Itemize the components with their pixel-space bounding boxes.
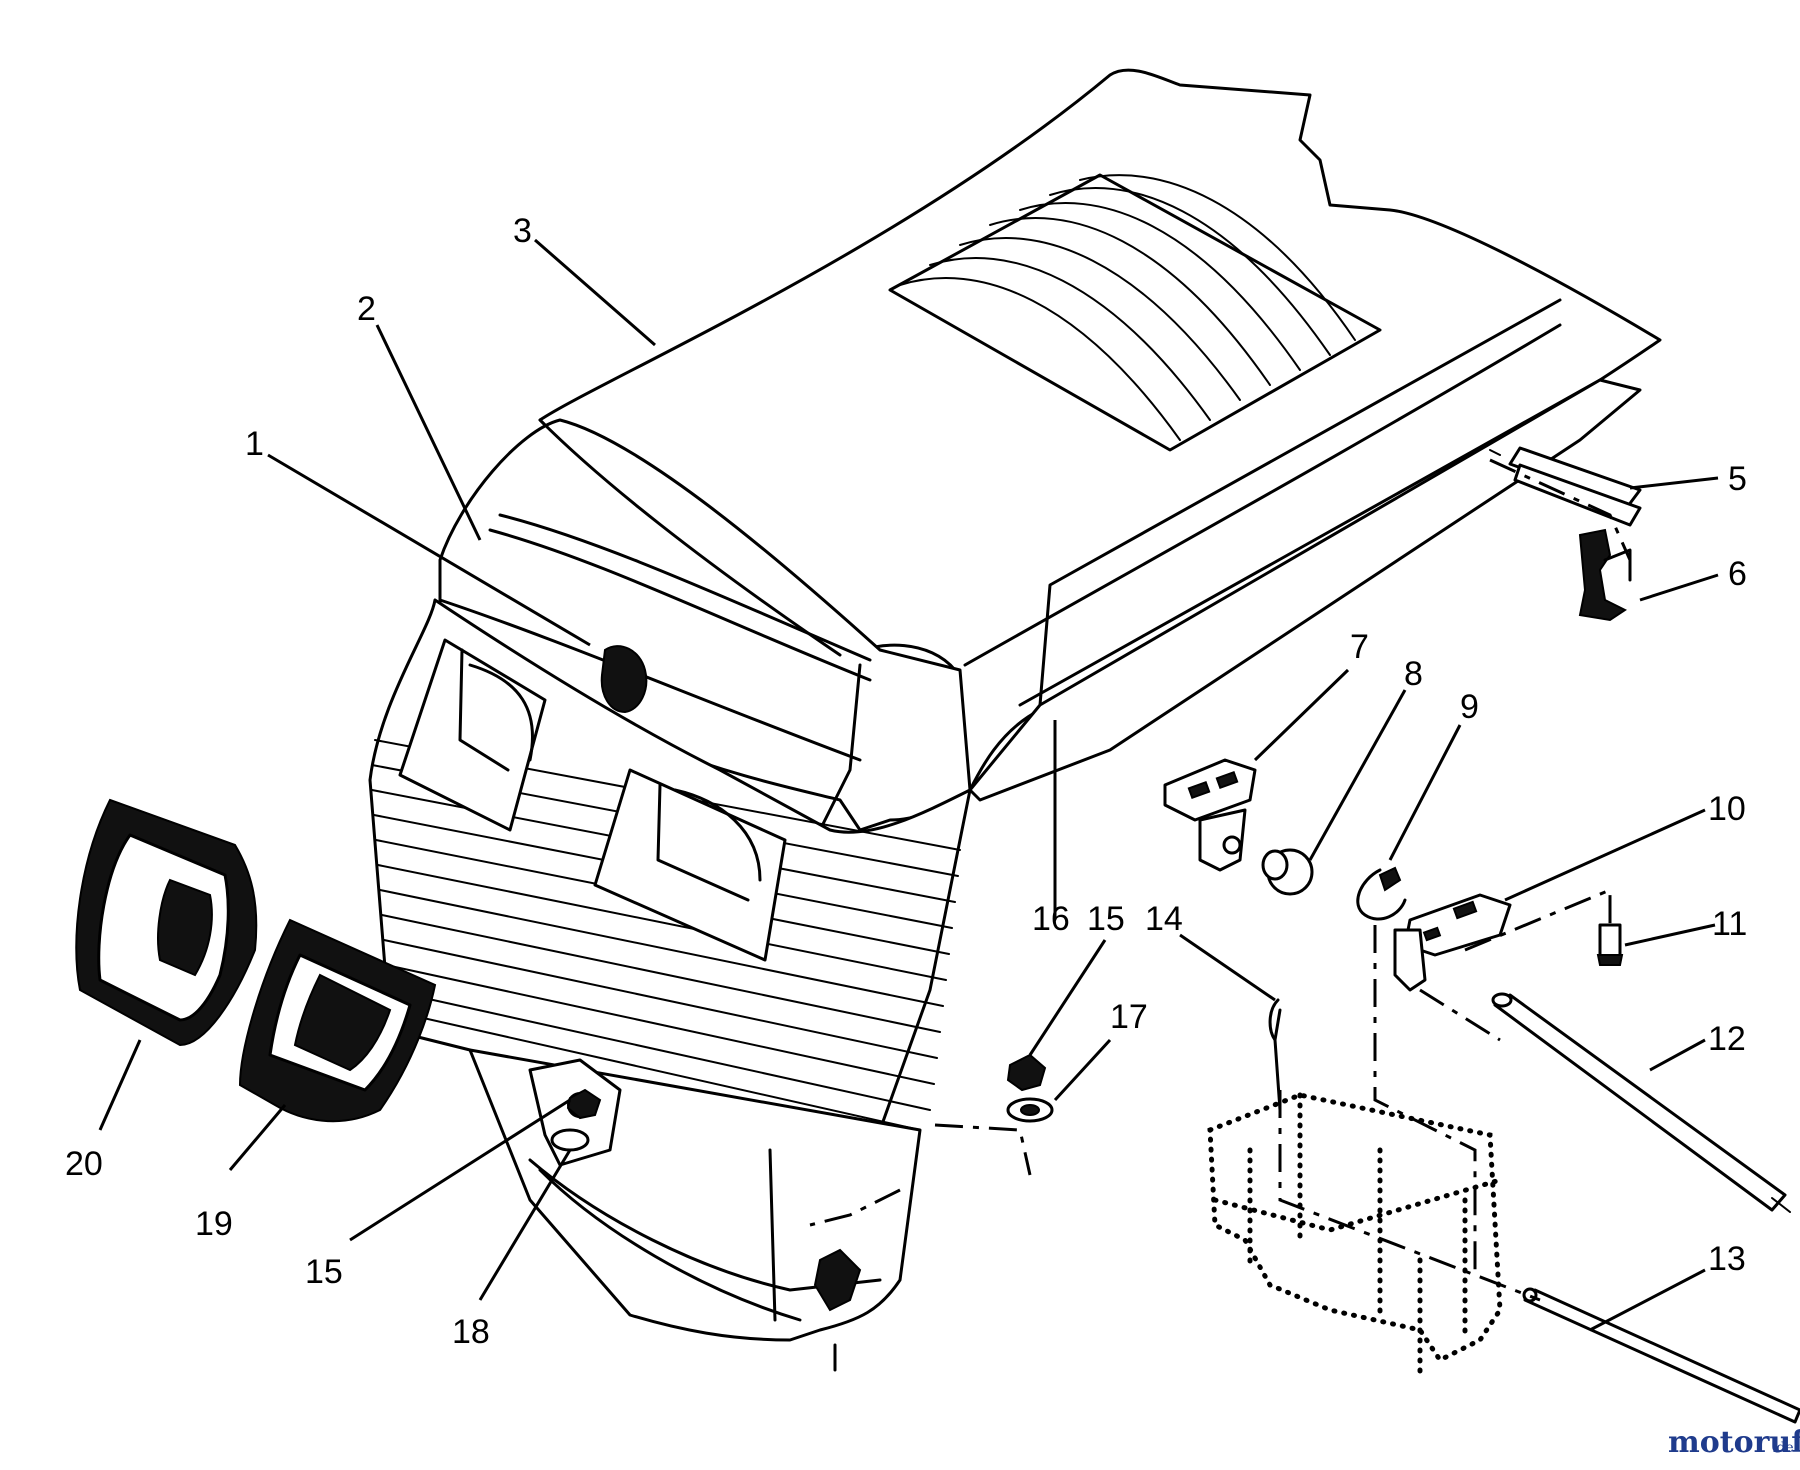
assembly-lines: [809, 458, 1632, 1372]
callout-3: 3: [513, 212, 532, 250]
headlight-lens-20: [75, 798, 258, 1047]
callout-labels: 1 2 3 5 6 7 8 9 10 11 12 13 14 15 16 17 …: [65, 212, 1747, 1351]
callout-20: 20: [65, 1145, 103, 1183]
hinge-bracket: [1163, 758, 1257, 872]
callout-2: 2: [357, 290, 376, 328]
callout-18: 18: [452, 1313, 490, 1351]
callout-11: 11: [1712, 905, 1747, 943]
callout-13: 13: [1708, 1240, 1746, 1278]
callout-17: 17: [1110, 998, 1148, 1036]
watermark-suffix: .de: [1772, 1440, 1794, 1456]
callout-15-front: 15: [305, 1253, 343, 1291]
rod-12: [1491, 992, 1791, 1213]
emblem: [600, 645, 648, 714]
e-ring: [1356, 866, 1407, 921]
headlight-right: [593, 768, 787, 962]
watermark-brand: motoruf: [1668, 1425, 1800, 1460]
screw: [1596, 923, 1624, 966]
bushing: [1261, 848, 1314, 896]
headlight-left: [398, 638, 547, 832]
callout-5: 5: [1728, 460, 1747, 498]
callout-12: 12: [1708, 1020, 1746, 1058]
hood-side-panel: [968, 378, 1642, 802]
callout-7: 7: [1350, 628, 1369, 666]
headlight-lens-19: [238, 918, 437, 1123]
latch-bracket: [1578, 528, 1632, 622]
callout-14: 14: [1145, 900, 1183, 938]
mounting-frame: [1207, 1092, 1503, 1383]
washer: [1006, 1097, 1054, 1123]
callout-6: 6: [1728, 555, 1747, 593]
hinge: [1393, 893, 1512, 992]
callout-19: 19: [195, 1205, 233, 1243]
callout-15-nut: 15: [1087, 900, 1125, 938]
callout-10: 10: [1708, 790, 1746, 828]
front-nut: [566, 1088, 602, 1120]
callout-9: 9: [1460, 688, 1479, 726]
callout-16: 16: [1032, 900, 1070, 938]
callout-1: 1: [245, 425, 264, 463]
leader-lines: [98, 238, 1719, 1332]
rod-13: [1522, 1287, 1800, 1424]
watermark-logo: motoruf .de: [1668, 1425, 1800, 1460]
callout-8: 8: [1404, 655, 1423, 693]
pins: [1489, 446, 1642, 527]
hood-vents: [888, 173, 1382, 452]
nut: [1006, 1053, 1047, 1092]
hood-latch: [813, 1248, 862, 1312]
